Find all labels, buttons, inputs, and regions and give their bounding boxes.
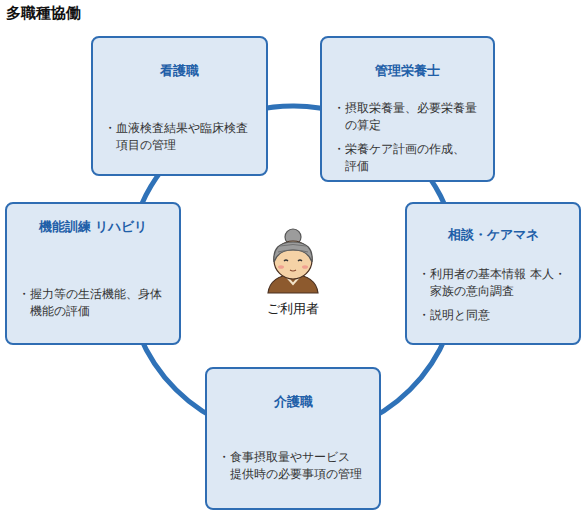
role-heading: 管理栄養士 bbox=[328, 62, 487, 80]
duty-item: ・握力等の生活機能、身体 機能の評価 bbox=[18, 286, 173, 320]
role-box: 相談・ケアマネ・利用者の基本情報 本人・家族の意向調査・説明と同意 bbox=[405, 202, 581, 345]
role-box: 介護職・食事摂取量やサービス 提供時の必要事項の管理 bbox=[205, 367, 381, 510]
role-heading: 介護職 bbox=[213, 393, 373, 411]
role-box: 看護職・血液検査結果や臨床検査 項目の管理 bbox=[91, 36, 268, 176]
hair bbox=[274, 242, 312, 262]
cheek bbox=[302, 265, 308, 269]
face bbox=[274, 241, 312, 279]
duty-list: ・食事摂取量やサービス 提供時の必要事項の管理 bbox=[218, 449, 373, 483]
duty-list: ・摂取栄養量、必要栄養量 の算定・栄養ケア計画の作成、 評価 bbox=[333, 100, 487, 175]
hair-lines bbox=[278, 245, 308, 253]
duty-list: ・血液検査結果や臨床検査 項目の管理 bbox=[104, 120, 260, 154]
role-heading: 相談・ケアマネ bbox=[413, 226, 573, 244]
eyes bbox=[284, 260, 302, 261]
duty-item: ・食事摂取量やサービス 提供時の必要事項の管理 bbox=[218, 449, 373, 483]
duty-list: ・握力等の生活機能、身体 機能の評価 bbox=[18, 286, 173, 320]
duty-list: ・利用者の基本情報 本人・家族の意向調査・説明と同意 bbox=[418, 266, 573, 324]
mouth bbox=[290, 270, 296, 271]
duty-item: ・血液検査結果や臨床検査 項目の管理 bbox=[104, 120, 260, 154]
role-box: 機能訓練 リハビリ・握力等の生活機能、身体 機能の評価 bbox=[5, 202, 181, 345]
diagram-title: 多職種協働 bbox=[6, 4, 81, 23]
role-heading: 看護職 bbox=[99, 62, 260, 80]
role-heading: 機能訓練 リハビリ bbox=[13, 218, 173, 236]
duty-item: ・説明と同意 bbox=[418, 307, 573, 324]
duty-item: ・利用者の基本情報 本人・家族の意向調査 bbox=[418, 266, 573, 300]
cheek bbox=[278, 265, 284, 269]
user-label: ご利用者 bbox=[243, 300, 343, 318]
duty-item: ・摂取栄養量、必要栄養量 の算定 bbox=[333, 100, 487, 134]
duty-item: ・栄養ケア計画の作成、 評価 bbox=[333, 141, 487, 175]
role-box: 管理栄養士・摂取栄養量、必要栄養量 の算定・栄養ケア計画の作成、 評価 bbox=[320, 36, 495, 182]
